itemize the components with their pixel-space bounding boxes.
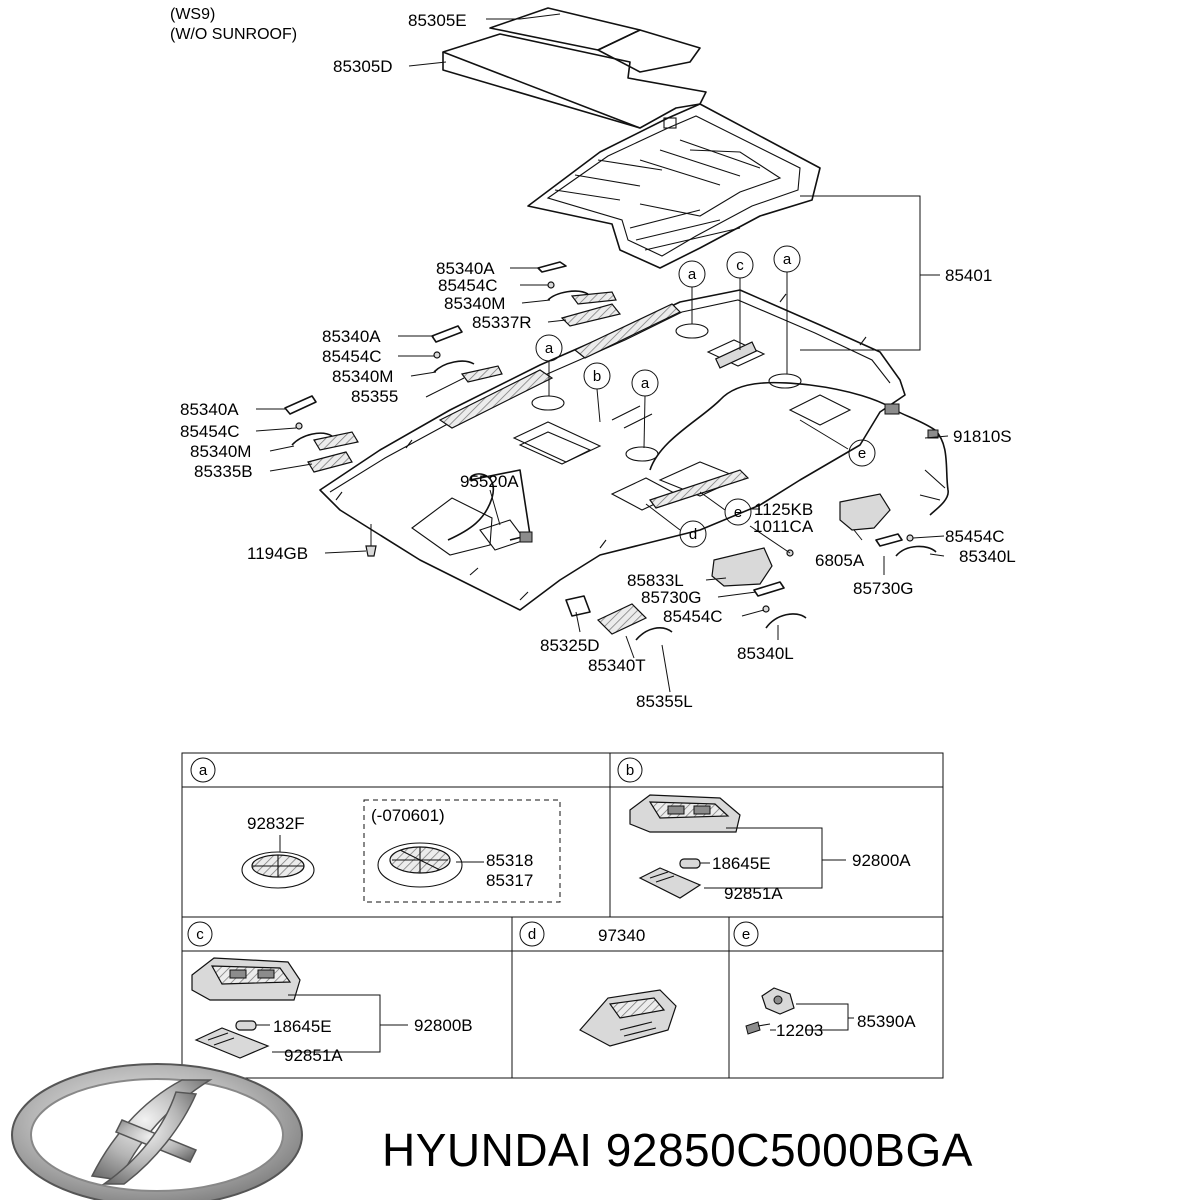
roof-frame-85401	[527, 103, 821, 269]
detail-panel-c: c 92800B 18645E 92851A	[187, 921, 473, 1065]
roof-pad-85305e	[489, 7, 701, 73]
label-85355l: 85355L	[636, 692, 693, 711]
label-85340l-1: 85340L	[959, 547, 1016, 566]
label-85833l: 85833L	[627, 571, 684, 590]
callout-a-4: a	[631, 369, 659, 397]
label-85454c-3: 85454C	[180, 422, 240, 441]
roof-pad-85305d	[442, 33, 707, 129]
svg-text:c: c	[736, 257, 744, 274]
part-labels: 85305E 85305D 85401 85340A 85454C 85340M…	[180, 11, 1016, 711]
label-85340m-3: 85340M	[190, 442, 251, 461]
label-85355: 85355	[351, 387, 398, 406]
label-85454c-4: 85454C	[945, 527, 1005, 546]
label-6805a: 6805A	[815, 551, 865, 570]
bulb-18645e-c-icon	[235, 1020, 257, 1031]
label-85305d: 85305D	[333, 57, 393, 76]
screw-1194gb-icon	[365, 524, 377, 557]
detail-panel-b: b 92800A 18645E 92851A	[617, 757, 911, 903]
date-note: (-070601)	[371, 806, 445, 825]
detail-panel-d: d 97340	[519, 921, 677, 1047]
lens-92851a-icon	[638, 867, 702, 899]
lamp-97340-icon	[579, 989, 677, 1047]
dome-lens-92832f-icon	[241, 851, 315, 889]
spec-note-sunroof: (W/O SUNROOF)	[170, 26, 297, 43]
label-85390a: 85390A	[857, 1012, 916, 1031]
spec-note-ws9: (WS9)	[170, 6, 215, 23]
label-1125kb: 1125KB	[754, 500, 813, 519]
label-85340a-2: 85340A	[322, 327, 381, 346]
detail-table	[181, 752, 944, 1079]
label-92800a: 92800A	[852, 851, 911, 870]
label-85340m-2: 85340M	[332, 367, 393, 386]
label-85340t: 85340T	[588, 656, 646, 675]
label-85325d: 85325D	[540, 636, 600, 655]
leader-lines	[255, 13, 949, 693]
svg-text:a: a	[688, 266, 697, 283]
label-85340a-3: 85340A	[180, 400, 239, 419]
svg-text:d: d	[689, 526, 697, 543]
label-85317: 85317	[486, 871, 533, 890]
label-18645e-b: 18645E	[712, 854, 771, 873]
callout-b-1: b	[583, 362, 611, 390]
svg-text:a: a	[641, 375, 650, 392]
bulb-18645e-icon	[679, 858, 701, 869]
map-lamp-92800a-icon	[629, 794, 741, 833]
label-85401: 85401	[945, 266, 992, 285]
label-91810s: 91810S	[953, 427, 1012, 446]
label-85340m-1: 85340M	[444, 294, 505, 313]
map-lamp-92800b-icon	[191, 957, 301, 1001]
callout-c-1: c	[726, 251, 754, 279]
label-92851a-b: 92851A	[724, 884, 783, 903]
screw-12203-icon	[745, 1021, 771, 1035]
callout-a-2: a	[773, 245, 801, 273]
label-85305e: 85305E	[408, 11, 467, 30]
svg-text:b: b	[593, 368, 601, 385]
label-85337r: 85337R	[472, 313, 532, 332]
callout-a-1: a	[678, 260, 706, 288]
label-1194gb: 1194GB	[247, 544, 308, 563]
callout-a-3: a	[535, 334, 563, 362]
detail-panel-a: a 92832F (-070601) 85318 85317	[190, 757, 561, 903]
callout-d-1: d	[679, 520, 707, 548]
dome-lens-85318-icon	[377, 842, 463, 888]
svg-text:e: e	[858, 445, 866, 462]
svg-text:a: a	[783, 251, 792, 268]
svg-text:a: a	[199, 762, 208, 779]
small-parts	[284, 261, 937, 641]
label-85730g-1: 85730G	[641, 588, 702, 607]
svg-text:d: d	[528, 926, 536, 943]
label-1011ca: 1011CA	[753, 517, 814, 536]
label-85454c-5: 85454C	[663, 607, 723, 626]
svg-text:b: b	[626, 762, 634, 779]
label-85340l-2: 85340L	[737, 644, 794, 663]
detail-panel-e: e 85390A 12203	[733, 921, 916, 1040]
callout-e-1: e	[848, 439, 876, 467]
brand-caption: HYUNDAI 92850C5000BGA	[382, 1124, 973, 1176]
svg-text:e: e	[742, 926, 750, 943]
hyundai-logo-icon	[11, 1063, 303, 1200]
label-92832f: 92832F	[247, 814, 305, 833]
label-85454c-1: 85454C	[438, 276, 498, 295]
svg-text:e: e	[734, 504, 742, 521]
clip-85390a-icon	[761, 987, 795, 1015]
label-97340: 97340	[598, 926, 645, 945]
label-92851a-c: 92851A	[284, 1046, 343, 1065]
callout-e-2: e	[724, 498, 752, 526]
svg-text:a: a	[545, 340, 554, 357]
svg-text:c: c	[196, 926, 204, 943]
lens-92851a-c-icon	[194, 1027, 270, 1059]
label-12203: 12203	[776, 1021, 823, 1040]
label-85335b: 85335B	[194, 462, 253, 481]
label-85454c-2: 85454C	[322, 347, 382, 366]
headliner-assembly	[319, 289, 949, 611]
label-85318: 85318	[486, 851, 533, 870]
label-92800b: 92800B	[414, 1016, 473, 1035]
label-85340a-1: 85340A	[436, 259, 495, 278]
label-18645e-c: 18645E	[273, 1017, 332, 1036]
label-85730g-2: 85730G	[853, 579, 914, 598]
label-95520a: 95520A	[460, 472, 519, 491]
